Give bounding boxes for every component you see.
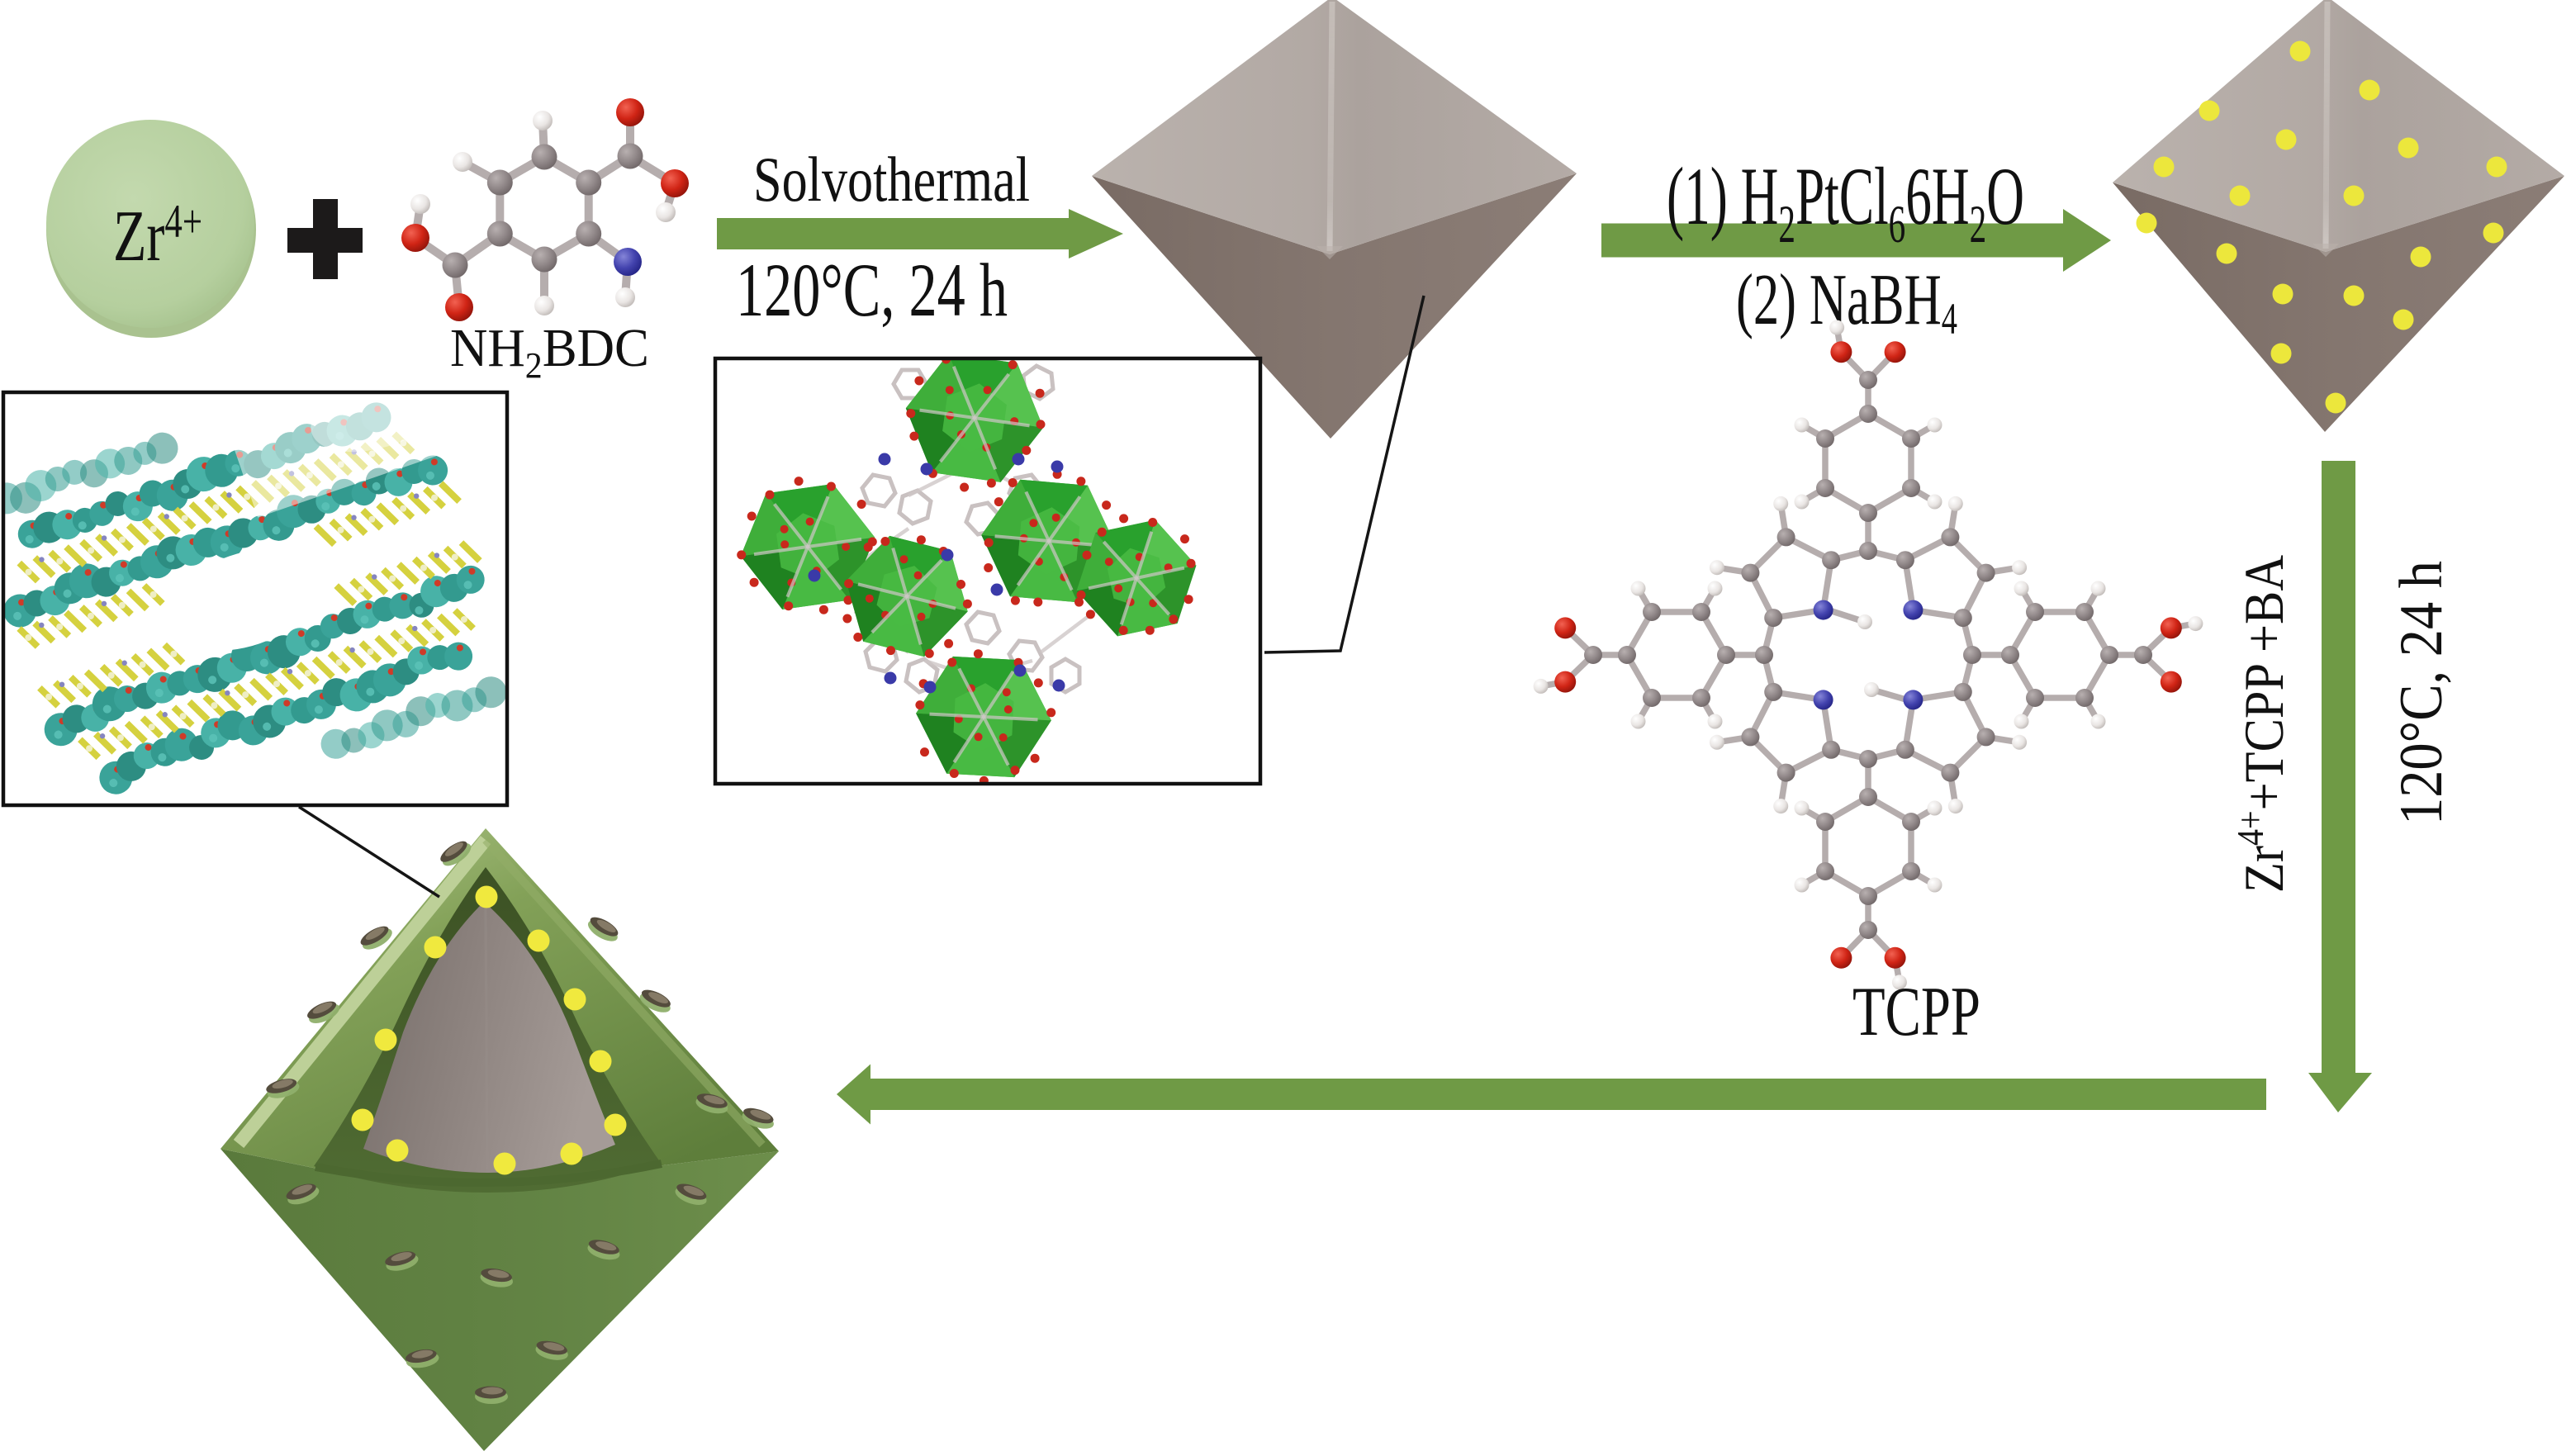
svg-text:Zr4++TCPP +BA: Zr4++TCPP +BA bbox=[2230, 555, 2295, 893]
svg-text:(1) H2PtCl66H2O: (1) H2PtCl66H2O bbox=[1667, 150, 2024, 254]
svg-text:120°C, 24 h: 120°C, 24 h bbox=[2388, 561, 2455, 825]
svg-text:TCPP: TCPP bbox=[1852, 973, 1980, 1051]
svg-text:(2) NaBH4: (2) NaBH4 bbox=[1736, 260, 1957, 344]
svg-text:120°C, 24 h: 120°C, 24 h bbox=[736, 248, 1008, 332]
svg-text:Solvothermal: Solvothermal bbox=[753, 144, 1030, 215]
svg-text:NH2BDC: NH2BDC bbox=[450, 318, 649, 386]
